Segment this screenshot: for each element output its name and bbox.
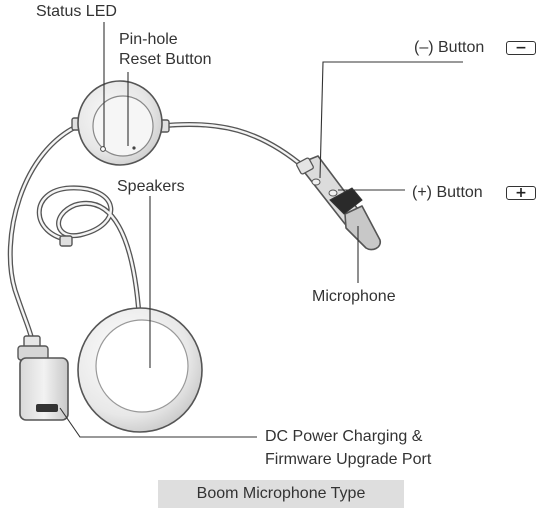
- pinhole-label-line1: Pin-hole: [119, 31, 178, 48]
- cable: [7, 121, 308, 343]
- dc-port-label-line2: Firmware Upgrade Port: [265, 451, 432, 468]
- minus-icon: −: [506, 41, 536, 55]
- status-led-dot: [100, 146, 106, 152]
- microphone-label: Microphone: [312, 288, 396, 305]
- pinhole-dot: [132, 146, 136, 150]
- caption-text: Boom Microphone Type: [196, 485, 366, 502]
- plus-icon: +: [506, 186, 536, 200]
- dc-plug: [17, 335, 69, 421]
- leader-lines: [59, 22, 463, 438]
- microphone-boom: [296, 155, 382, 251]
- minus-button-nub: [311, 178, 321, 186]
- plus-button-nub: [328, 189, 338, 197]
- speakers-label: Speakers: [117, 178, 185, 195]
- plus-button-label: (+) Button: [412, 184, 483, 201]
- status-led-label: Status LED: [36, 3, 117, 20]
- dc-port-label-line1: DC Power Charging &: [265, 428, 423, 445]
- control-pod: [77, 80, 163, 166]
- minus-button-label: (–) Button: [414, 39, 485, 56]
- speaker-pod: [77, 307, 203, 433]
- caption-box: Boom Microphone Type: [158, 480, 404, 508]
- pinhole-label-line2: Reset Button: [119, 51, 212, 68]
